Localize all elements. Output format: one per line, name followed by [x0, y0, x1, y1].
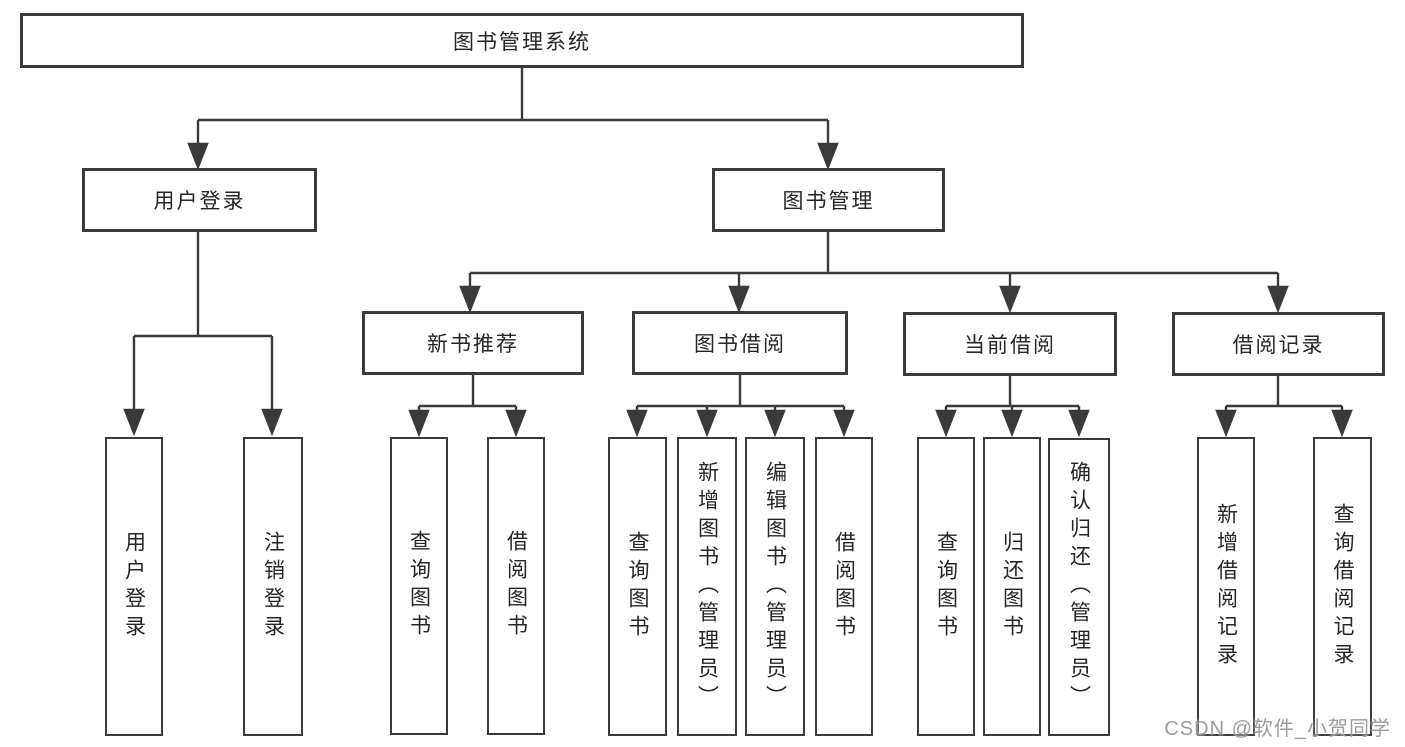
leaf-borrow-books-1: 借阅图书 — [487, 437, 545, 735]
arrowhead — [261, 408, 283, 437]
leaf-logout: 注销登录 — [243, 437, 303, 736]
arrowhead — [999, 285, 1021, 314]
arrowhead — [1331, 409, 1353, 438]
connector-borrow-records-branch — [1215, 376, 1353, 438]
arrowhead — [1215, 409, 1237, 438]
node-current-borrow: 当前借阅 — [903, 312, 1117, 376]
arrowhead — [505, 409, 527, 438]
arrowhead — [187, 142, 209, 171]
connector-root-to-level2 — [187, 68, 839, 171]
leaf-confirm-return-admin: 确认归还（管理员） — [1048, 438, 1110, 736]
leaf-borrow-books-2: 借阅图书 — [815, 437, 873, 736]
connector-current-borrow-branch — [935, 376, 1090, 438]
node-new-book-recommend: 新书推荐 — [362, 311, 584, 375]
leaf-query-books-3: 查询图书 — [917, 437, 975, 736]
csdn-watermark: CSDN @软件_小贺同学 — [1164, 718, 1391, 740]
leaf-edit-books-admin: 编辑图书（管理员） — [745, 437, 805, 736]
arrowhead — [1267, 285, 1289, 314]
connector-book-borrow-branch — [626, 375, 855, 438]
leaf-add-books-admin: 新增图书（管理员） — [677, 437, 737, 736]
node-root: 图书管理系统 — [20, 13, 1024, 68]
connector-new-book-branch — [408, 375, 527, 438]
connector-user-login-branch — [123, 232, 283, 437]
leaf-return-books: 归还图书 — [983, 437, 1041, 736]
arrowhead — [728, 285, 750, 314]
arrowhead — [626, 409, 648, 438]
arrowhead — [123, 408, 145, 437]
node-user-login: 用户登录 — [82, 168, 317, 232]
leaf-query-borrow-record: 查询借阅记录 — [1313, 437, 1372, 736]
arrowhead — [817, 142, 839, 171]
node-book-management: 图书管理 — [712, 168, 945, 232]
arrowhead — [696, 409, 718, 438]
arrowhead — [935, 409, 957, 438]
node-book-borrow: 图书借阅 — [632, 311, 848, 375]
arrowhead — [459, 285, 481, 314]
arrowhead — [1068, 409, 1090, 438]
leaf-query-books-1: 查询图书 — [390, 437, 448, 735]
arrowhead — [833, 409, 855, 438]
leaf-user-login: 用户登录 — [105, 437, 163, 736]
connector-book-mgmt-branch — [459, 232, 1289, 314]
leaf-add-borrow-record: 新增借阅记录 — [1197, 437, 1255, 736]
node-borrow-records: 借阅记录 — [1172, 312, 1385, 376]
arrowhead — [408, 409, 430, 438]
arrowhead — [1001, 409, 1023, 438]
arrowhead — [764, 409, 786, 438]
leaf-query-books-2: 查询图书 — [608, 437, 667, 736]
